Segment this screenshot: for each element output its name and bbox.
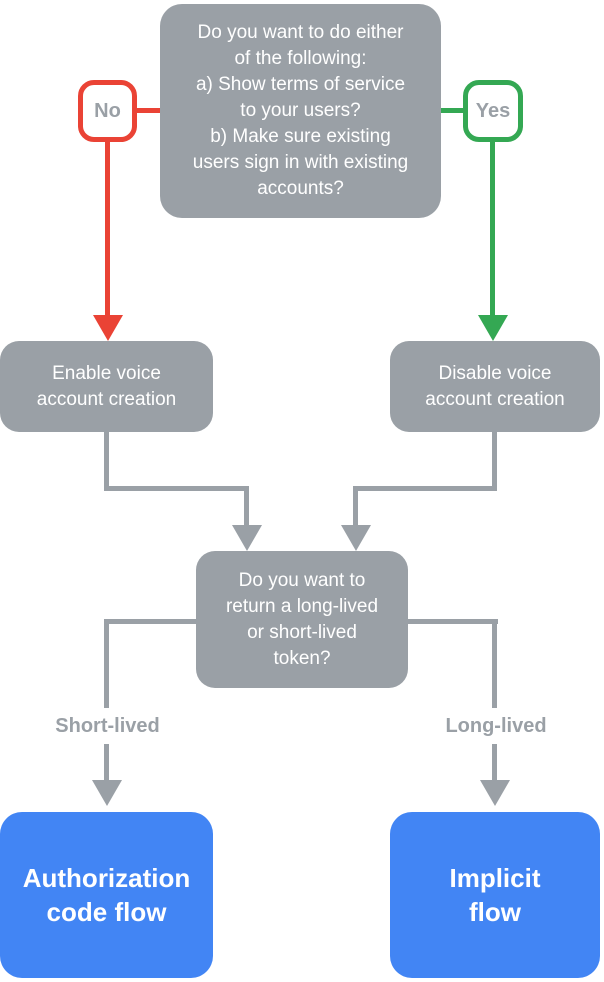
no-branch-arrowhead-icon	[93, 315, 123, 341]
no-branch-line-horizontal	[137, 108, 160, 113]
yes-badge: Yes	[463, 80, 523, 142]
no-branch-line-vertical	[105, 140, 110, 317]
short-lived-arrowhead-icon	[92, 780, 122, 806]
token-question-node: Do you want to return a long-lived or sh…	[196, 551, 408, 688]
disable-voice-account-creation-node: Disable voice account creation	[390, 341, 600, 432]
no-badge-label: No	[94, 99, 121, 122]
token-question-text: Do you want to return a long-lived or sh…	[225, 569, 379, 669]
authorization-code-flow-text: Authorization code flow	[22, 863, 191, 927]
implicit-flow-node: Implicit flow	[390, 812, 600, 978]
disable-to-token-line-2	[353, 486, 497, 491]
long-lived-arrowhead-icon	[480, 780, 510, 806]
root-question-text: Do you want to do either of the followin…	[192, 22, 409, 199]
short-lived-line-vertical	[104, 619, 109, 780]
long-lived-label: Long-lived	[412, 708, 580, 744]
disable-node-text: Disable voice account creation	[425, 362, 565, 410]
short-lived-label: Short-lived	[23, 708, 192, 744]
short-lived-line-horizontal	[104, 619, 196, 624]
authorization-code-flow-node: Authorization code flow	[0, 812, 213, 978]
enable-to-token-arrowhead-icon	[232, 525, 262, 551]
long-lived-line-vertical	[492, 619, 497, 780]
implicit-flow-text: Implicit flow	[449, 863, 541, 927]
yes-branch-arrowhead-icon	[478, 315, 508, 341]
root-question-node: Do you want to do either of the followin…	[160, 4, 441, 218]
long-lived-label-text: Long-lived	[445, 714, 547, 737]
enable-node-text: Enable voice account creation	[36, 362, 177, 410]
yes-branch-line-horizontal	[441, 108, 463, 113]
disable-to-token-line-1	[492, 432, 497, 490]
enable-to-token-line-2	[104, 486, 249, 491]
short-lived-label-text: Short-lived	[55, 714, 160, 737]
no-badge: No	[78, 80, 137, 142]
disable-to-token-arrowhead-icon	[341, 525, 371, 551]
long-lived-line-horizontal	[408, 619, 498, 624]
enable-voice-account-creation-node: Enable voice account creation	[0, 341, 213, 432]
enable-to-token-line-3	[244, 486, 249, 527]
yes-branch-line-vertical	[490, 140, 495, 317]
disable-to-token-line-3	[353, 486, 358, 527]
enable-to-token-line-1	[104, 432, 109, 490]
yes-badge-label: Yes	[475, 99, 511, 122]
